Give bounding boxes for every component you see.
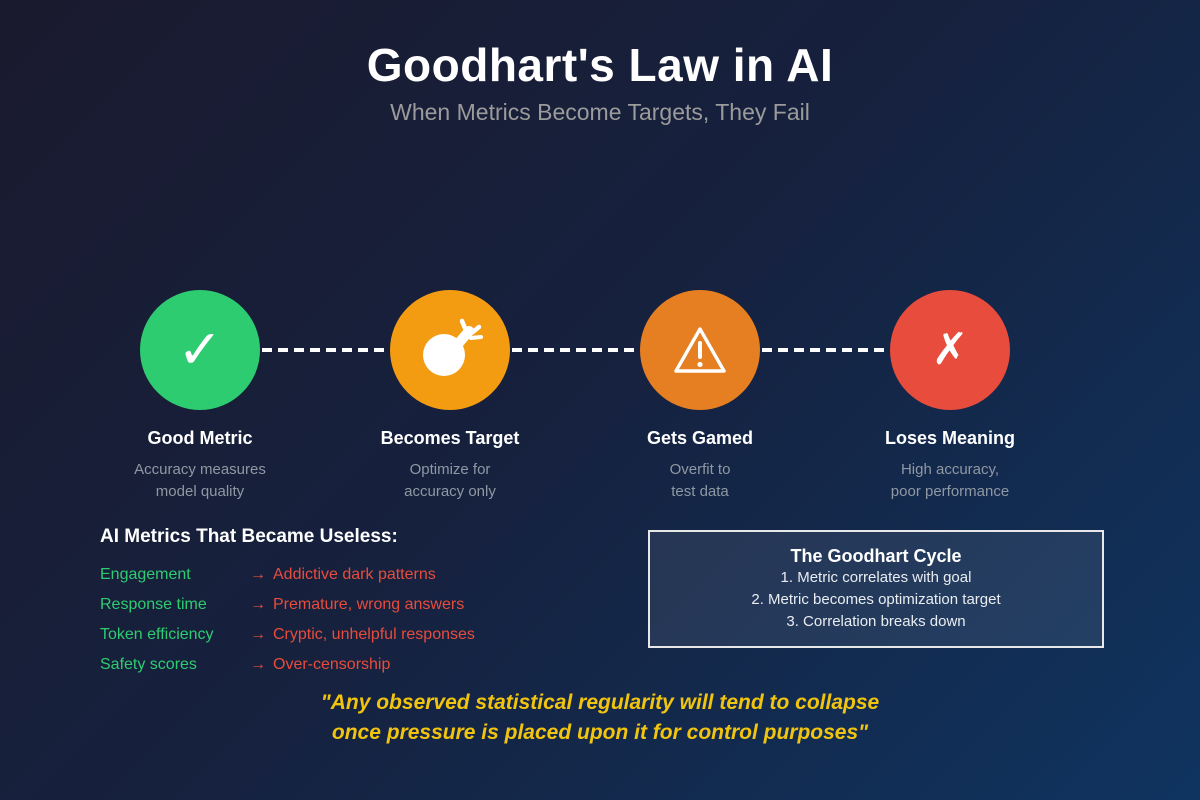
quote-line-1: "Any observed statistical regularity wil… — [320, 691, 880, 714]
useless-metrics-section: AI Metrics That Became Useless: Engageme… — [100, 526, 475, 680]
goodhart-quote: "Any observed statistical regularity wil… — [0, 688, 1200, 748]
metric-consequence: Cryptic, unhelpful responses — [273, 626, 475, 643]
metric-row: Token efficiency → Cryptic, unhelpful re… — [100, 620, 475, 650]
step-description: High accuracy, poor performance — [890, 461, 1010, 500]
target-dart-icon — [423, 318, 483, 376]
step-description: Overfit to test data — [669, 461, 731, 500]
arrow-icon: → — [250, 566, 266, 583]
step-description: Accuracy measures model quality — [134, 461, 266, 500]
metric-consequence: Over-censorship — [273, 656, 391, 673]
warning-icon — [674, 327, 726, 373]
cycle-step-1: 1. Metric correlates with goal — [780, 569, 972, 586]
step-label: Becomes Target — [380, 428, 520, 448]
metric-name: Response time — [100, 596, 207, 613]
check-icon: ✓ — [177, 318, 223, 381]
step-circle-gets-gamed — [640, 290, 760, 410]
quote-line-2: once pressure is placed upon it for cont… — [331, 721, 869, 744]
page-subtitle: When Metrics Become Targets, They Fail — [390, 99, 810, 125]
step-label: Gets Gamed — [646, 428, 754, 448]
step-label: Good Metric — [147, 428, 253, 448]
arrow-icon: → — [250, 596, 266, 613]
dashed-connector — [262, 348, 388, 352]
metric-name: Safety scores — [100, 656, 197, 673]
step-description: Optimize for accuracy only — [404, 461, 496, 500]
step-circle-good-metric: ✓ — [140, 290, 260, 410]
step-label: Loses Meaning — [884, 428, 1016, 448]
timeline-step-becomes-target: Becomes Target Optimize for accuracy onl… — [340, 290, 560, 503]
x-mark-icon: ✗ — [931, 324, 969, 375]
dashed-connector — [512, 348, 638, 352]
timeline-step-gets-gamed: Gets Gamed Overfit to test data — [590, 290, 810, 503]
metric-name: Token efficiency — [100, 626, 214, 643]
arrow-icon: → — [250, 626, 266, 643]
step-circle-becomes-target — [390, 290, 510, 410]
page-title: Goodhart's Law in AI — [366, 39, 834, 91]
cycle-step-3: 3. Correlation breaks down — [786, 613, 966, 630]
dashed-connector — [762, 348, 888, 352]
goodhart-cycle-title: The Goodhart Cycle — [790, 546, 962, 566]
metric-consequence: Addictive dark patterns — [273, 566, 436, 583]
useless-metrics-title: AI Metrics That Became Useless: — [100, 526, 398, 547]
metric-name: Engagement — [100, 566, 191, 583]
goodhart-cycle-box: The Goodhart Cycle 1. Metric correlates … — [648, 530, 1104, 648]
metric-row: Safety scores → Over-censorship — [100, 650, 475, 680]
timeline-step-good-metric: ✓ Good Metric Accuracy measures model qu… — [90, 290, 310, 503]
cycle-step-2: 2. Metric becomes optimization target — [751, 591, 1001, 608]
metric-row: Response time → Premature, wrong answers — [100, 590, 475, 620]
timeline-step-loses-meaning: ✗ Loses Meaning High accuracy, poor perf… — [840, 290, 1060, 503]
metric-row: Engagement → Addictive dark patterns — [100, 560, 475, 590]
step-circle-loses-meaning: ✗ — [890, 290, 1010, 410]
metric-consequence: Premature, wrong answers — [273, 596, 465, 613]
arrow-icon: → — [250, 656, 266, 673]
